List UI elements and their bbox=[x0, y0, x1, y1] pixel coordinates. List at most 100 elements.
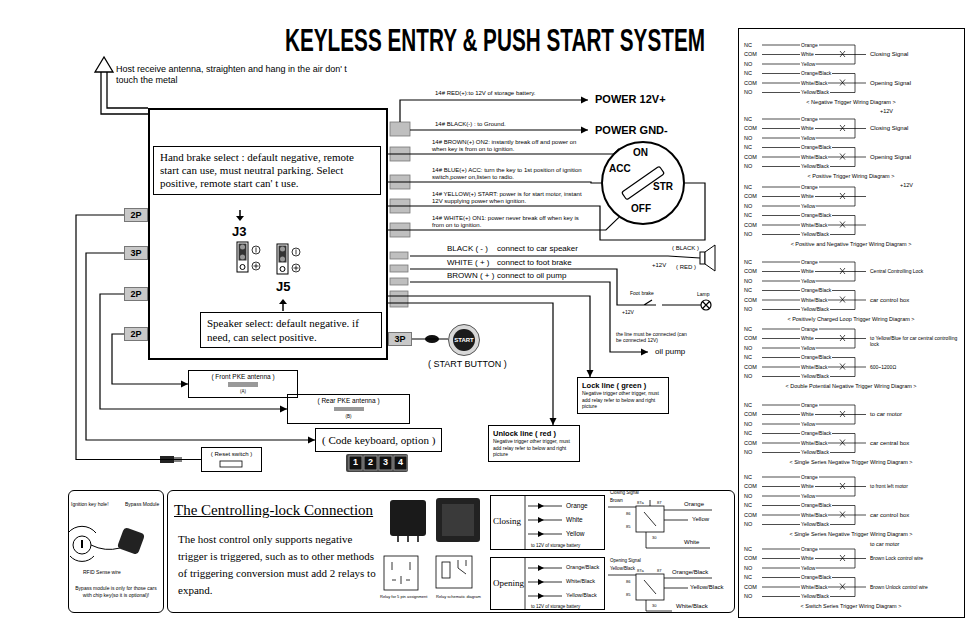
annotation-label: NC bbox=[744, 502, 752, 509]
annotation-label: NC bbox=[744, 326, 752, 333]
symbol-group bbox=[349, 456, 407, 470]
annotation-label: COM bbox=[744, 411, 757, 418]
node-text: Unlock line ( red ) bbox=[493, 429, 575, 438]
round-shape bbox=[292, 248, 300, 256]
annotation-label: Closing Signal bbox=[610, 490, 639, 496]
jumper-note-box: Speaker select: default negative. if nee… bbox=[200, 312, 382, 348]
node-text: 2P bbox=[130, 210, 141, 220]
symbol-group bbox=[384, 495, 712, 611]
annotation-label: Relay schematic diagram bbox=[436, 594, 481, 599]
annotation-label: 87 bbox=[657, 500, 661, 505]
annotation-label: NC bbox=[744, 546, 752, 553]
annotation-label: Central Controlling Lock bbox=[870, 268, 923, 274]
connector-line bbox=[76, 215, 201, 460]
annotation-label: NO bbox=[744, 493, 752, 500]
annotation-label: the line must be connected (can be conne… bbox=[616, 331, 688, 344]
symbol-group bbox=[68, 526, 120, 561]
annotation-label: Yellow bbox=[566, 530, 585, 538]
trigger-note-box: Unlock line ( red )Negative trigger othe… bbox=[488, 425, 580, 462]
round-shape bbox=[240, 265, 245, 270]
annotation-label: to front left motor bbox=[870, 483, 908, 489]
annotation-label: NO bbox=[744, 163, 752, 170]
annotation-label: NC bbox=[744, 402, 752, 409]
annotation-label: Orange bbox=[800, 474, 819, 480]
annotation-label: POWER GND- bbox=[595, 124, 668, 138]
node-text: The Centrolling-lock Connection bbox=[174, 501, 373, 520]
annotation-label: 30 bbox=[652, 603, 656, 608]
part-shape bbox=[364, 456, 377, 470]
annotation-label: ( START BUTTON ) bbox=[428, 359, 507, 370]
wire-line bbox=[239, 210, 241, 217]
annotation-label: NO bbox=[744, 521, 752, 528]
part-shape bbox=[636, 574, 664, 600]
part-shape bbox=[442, 504, 474, 536]
annotation-label: +12V bbox=[900, 182, 913, 189]
part-shape bbox=[228, 382, 258, 387]
annotation-label: NO bbox=[744, 306, 752, 313]
wire-line bbox=[392, 562, 410, 584]
part-shape bbox=[390, 265, 408, 272]
annotation-label: COM bbox=[744, 268, 757, 275]
annotation-label: White bbox=[800, 483, 815, 489]
arrow-head bbox=[538, 531, 544, 537]
part-shape bbox=[239, 244, 247, 261]
annotation-label: Yellow/Black bbox=[800, 449, 830, 455]
wire-line bbox=[282, 303, 284, 311]
annotation-label: COM bbox=[744, 364, 757, 371]
annotation-label: NO bbox=[744, 278, 752, 285]
annotation-label: NO bbox=[744, 89, 752, 96]
annotation-label: Yellow/Black bbox=[800, 373, 830, 379]
annotation-label: Yellow/Black bbox=[800, 89, 830, 95]
wire-line bbox=[296, 250, 297, 255]
node-text: Negative trigger other trigger, must add… bbox=[493, 438, 575, 458]
arrow-head bbox=[538, 503, 544, 509]
annotation-label: Opening Signal bbox=[870, 154, 911, 162]
round-shape bbox=[252, 262, 260, 270]
part-shape bbox=[436, 556, 472, 588]
round-shape bbox=[280, 257, 285, 262]
annotation-label: COM bbox=[744, 297, 757, 304]
wire-note: 14# WHITE(+) ON1: power never break off … bbox=[432, 215, 592, 229]
annotation-label: car central box bbox=[870, 440, 909, 448]
node-text: OFF bbox=[631, 203, 651, 216]
title: KEYLESS ENTRY & PUSH START SYSTEM bbox=[285, 20, 705, 60]
annotation-label: < Switch Series Trigger Wiring Diagram > bbox=[801, 603, 902, 610]
symbol-group bbox=[400, 100, 711, 352]
part-shape bbox=[279, 246, 287, 263]
wire-note: 14# BLUE(+) ACC: turn the key to 1st pos… bbox=[432, 167, 592, 181]
annotation-label: White/Black bbox=[800, 364, 828, 370]
annotation-label: Orange/Black bbox=[672, 569, 708, 577]
annotation-label: car control box bbox=[870, 297, 909, 305]
annotation-label: White/Black bbox=[800, 80, 828, 86]
annotation-label: NC bbox=[744, 42, 752, 49]
wire-line bbox=[81, 540, 83, 548]
part-shape bbox=[277, 244, 288, 274]
relay-panel: Closing bbox=[490, 495, 605, 550]
annotation-label: Host receive antenna, straighten and han… bbox=[116, 64, 358, 87]
node-text: ( Rear PKE antenna ) bbox=[292, 397, 405, 405]
arrow-head bbox=[95, 57, 113, 72]
annotation-label: COM bbox=[744, 154, 757, 161]
annotation-label: +12V bbox=[652, 262, 666, 270]
annotation-label: NO bbox=[744, 373, 752, 380]
annotation-label: White/Black bbox=[800, 222, 828, 228]
wire-line bbox=[400, 100, 588, 122]
annotation-label: Brown Lock control wire bbox=[870, 555, 923, 561]
annotation-label: NC bbox=[744, 574, 752, 581]
annotation-label: < Positive Trigger Wiring Diagram > bbox=[808, 173, 895, 180]
part-shape bbox=[390, 252, 408, 259]
part-shape bbox=[117, 527, 145, 555]
wire-line bbox=[644, 500, 656, 526]
annotation-label: Closing Signal bbox=[870, 125, 908, 133]
annotation-label: 3 bbox=[383, 457, 388, 468]
annotation-label: White/Black bbox=[800, 584, 828, 590]
connector-tab: 2P bbox=[124, 208, 148, 222]
node-text: The host control only supports negative … bbox=[178, 531, 378, 599]
annotation-label: Orange bbox=[800, 326, 819, 332]
annotation-label: Lamp bbox=[697, 291, 710, 297]
annotation-label: Yellow/Black bbox=[800, 231, 830, 237]
wire-line bbox=[608, 507, 712, 548]
annotation-label: +12V bbox=[622, 309, 634, 315]
annotation-label: COM bbox=[744, 222, 757, 229]
annotation-label: COM bbox=[744, 512, 757, 519]
